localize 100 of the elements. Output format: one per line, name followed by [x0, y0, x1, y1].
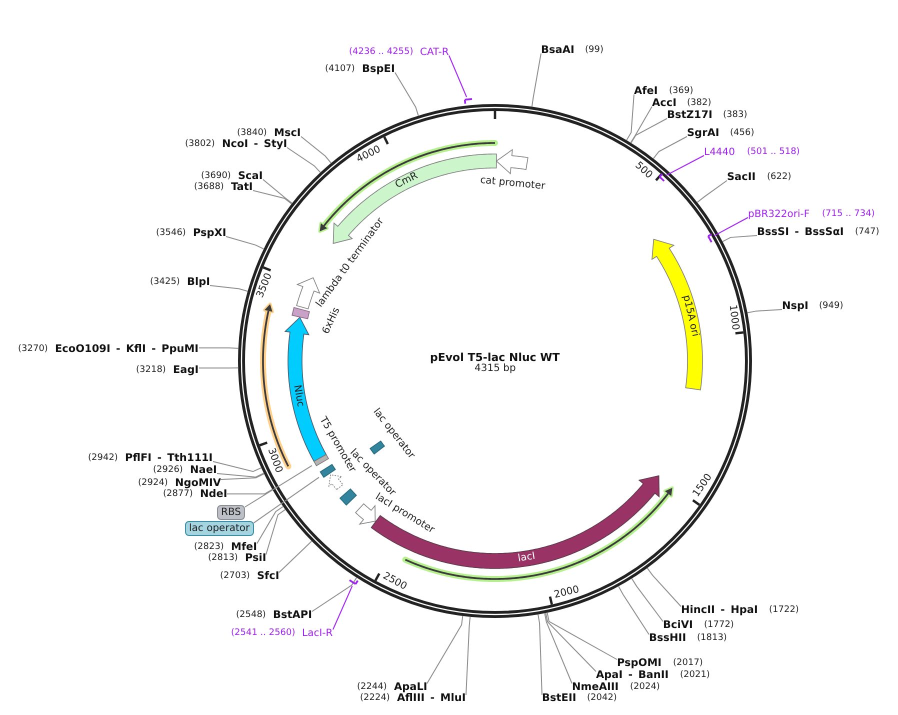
feature-label: cat promoter: [479, 174, 546, 194]
leader-line: [198, 347, 239, 349]
primer-mark: [658, 172, 666, 183]
enzyme-name: AfeI: [634, 86, 658, 96]
leader-line: [722, 235, 758, 242]
site-position: (2942): [88, 452, 118, 464]
site-position: (4107): [325, 64, 355, 74]
origin-feature: [650, 238, 704, 391]
site-position: (747): [855, 226, 880, 238]
leader-line: [618, 586, 650, 635]
tick-label: 3500: [255, 272, 276, 300]
leader-line: [426, 615, 464, 684]
enzyme-name: BssSI - BssSαI: [757, 226, 844, 238]
site-position: (622): [767, 172, 792, 182]
leader-line: [278, 540, 312, 573]
site-position: (2926): [153, 464, 183, 476]
leader-line: [646, 568, 682, 607]
primer-name: LacI-R: [302, 628, 333, 638]
enzyme-name: NgoMIV: [175, 478, 221, 488]
enzyme-name: NcoI - StyI: [222, 138, 288, 150]
enzyme-name: BlpI: [187, 276, 210, 288]
feature-callout: RBS: [217, 505, 245, 520]
leader-line: [253, 476, 320, 524]
site-position: (456): [730, 128, 754, 138]
enzyme-name: NspI: [782, 300, 808, 312]
feature-label: p15A ori: [679, 294, 701, 338]
leader-line: [652, 136, 688, 160]
enzyme-name: BssHII: [649, 632, 686, 644]
site-position: (3688): [194, 182, 224, 192]
leader-line: [226, 488, 273, 494]
enzyme-name: BstZ17I: [667, 110, 712, 120]
feature-label: 6xHis: [320, 306, 344, 336]
site-position: (369): [669, 86, 694, 96]
enzyme-name: BspEI: [362, 64, 395, 74]
leader-line: [714, 217, 748, 236]
leader-line: [220, 473, 265, 480]
site-position: (2924): [138, 478, 168, 488]
enzyme-name: EagI: [173, 364, 199, 376]
primer-name: pBR322ori-F: [748, 208, 810, 220]
leader-line: [531, 53, 542, 108]
enzyme-name: BsaAI: [541, 44, 574, 56]
site-position: (1722): [769, 604, 799, 616]
enzyme-name: ApaLI: [394, 682, 428, 692]
leader-line: [666, 155, 704, 176]
leader-line: [626, 94, 634, 141]
site-position: (949): [819, 300, 844, 312]
feature-callout: lac operator: [185, 521, 254, 536]
leader-line: [631, 578, 664, 622]
leader-line: [466, 616, 471, 696]
leader-line: [252, 190, 292, 204]
site-position: (2021): [680, 670, 710, 680]
primer-name: L4440: [704, 146, 736, 158]
tick-label: 2000: [553, 584, 581, 600]
site-position: (3802): [185, 138, 215, 150]
leader-line: [544, 612, 572, 684]
leader-line: [545, 612, 596, 672]
leader-line: [312, 577, 358, 612]
leader-line: [300, 136, 332, 164]
site-position: (2224): [360, 693, 390, 704]
enzyme-name: BstAPI: [273, 610, 312, 620]
enzyme-name: HincII - HpaI: [681, 604, 758, 616]
primer-position: (4236 .. 4255): [349, 46, 414, 58]
primer-position: (2541 .. 2560): [231, 628, 296, 638]
tick-label: 1000: [726, 304, 740, 331]
enzyme-name: EcoO109I - KflI - PpuMI: [55, 344, 199, 354]
feature-label: Nluc: [290, 384, 306, 408]
enzyme-name: NaeI: [190, 464, 217, 476]
site-position: (2017): [673, 658, 703, 668]
leader-line: [198, 367, 239, 369]
leader-line: [696, 180, 728, 203]
site-position: (383): [723, 110, 748, 120]
tick-label: 500: [632, 160, 655, 181]
tick-label: 3000: [265, 446, 284, 475]
leader-line: [244, 465, 312, 508]
site-position: (3218): [136, 364, 166, 376]
leader-line: [216, 472, 264, 478]
leader-line: [256, 506, 284, 544]
leader-line: [630, 106, 652, 144]
site-position: (2042): [587, 693, 617, 704]
leader-line: [546, 612, 618, 660]
enzyme-name: PflFI - Tth111I: [125, 452, 213, 464]
leader-line: [332, 586, 353, 630]
site-position: (3425): [150, 276, 180, 288]
enzyme-name: BstEII: [542, 693, 576, 704]
feature-label: CmR: [394, 170, 420, 192]
leader-line: [746, 309, 782, 314]
site-position: (3546): [156, 228, 186, 238]
enzyme-name: ApaI - BanII: [596, 670, 669, 680]
enzyme-name: BciVI: [663, 620, 693, 630]
primer-position: (715 .. 734): [822, 208, 875, 220]
enzyme-name: PspOMI: [617, 658, 662, 668]
site-position: (2244): [357, 682, 387, 692]
enzyme-name: SacII: [727, 172, 756, 182]
leader-line: [210, 285, 248, 292]
site-position: (2823): [194, 542, 224, 552]
enzyme-name: PspXI: [193, 228, 226, 238]
leader-line: [262, 179, 293, 204]
tick-label: 2500: [380, 570, 408, 592]
site-position: (1813): [697, 632, 727, 644]
leader-line: [538, 614, 542, 696]
